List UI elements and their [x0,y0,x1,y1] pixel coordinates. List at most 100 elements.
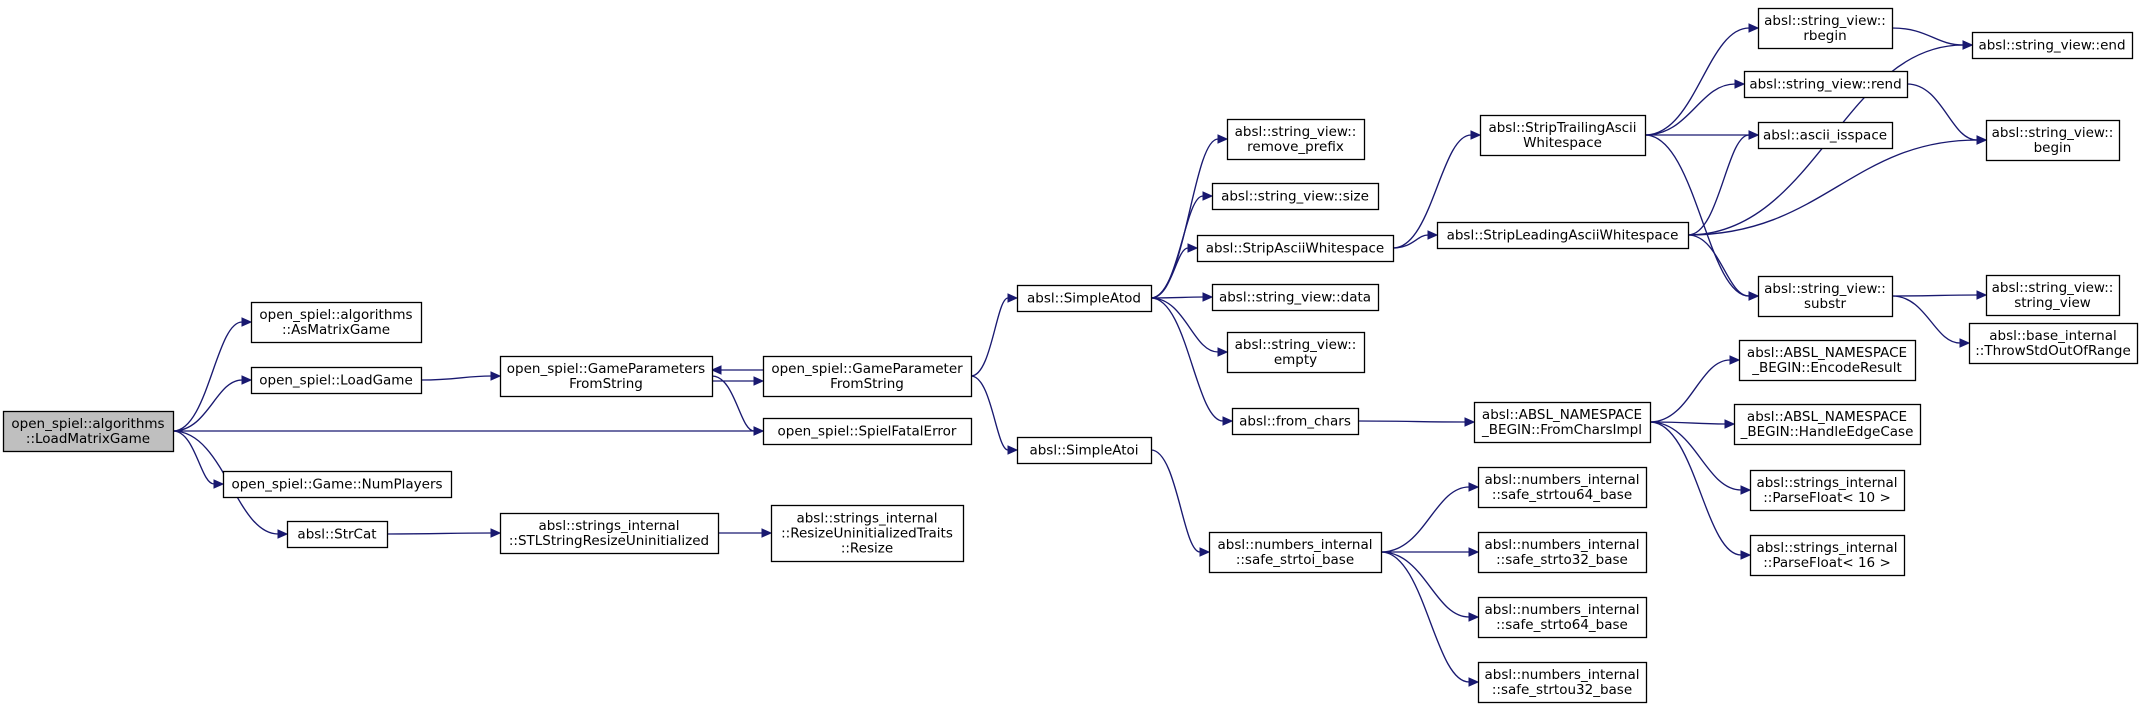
call-edge-rend-to-begin [1906,83,1988,145]
node-parsefloat10[interactable]: absl::strings_internal::ParseFloat< 10 > [1749,469,1906,512]
edge-line [172,430,215,485]
call-graph-edges [172,23,1988,687]
edge-line [1357,420,1466,423]
edge-line [1380,551,1470,618]
node-substr[interactable]: absl::string_view::substr [1757,275,1894,318]
node-box [1226,118,1366,161]
call-edge-fromcharsimpl-to-parsefloat16 [1649,421,1752,560]
node-label-line: FromString [569,376,643,392]
node-parsefloat16[interactable]: absl::strings_internal::ParseFloat< 16 > [1749,534,1906,577]
node-stlresize[interactable]: absl::strings_internal::STLStringResizeU… [499,512,720,555]
node-label-line: absl::strings_internal [1756,475,1897,491]
node-label-line: ::Resize [841,541,893,557]
node-rend[interactable]: absl::string_view::rend [1743,70,1909,99]
node-empty[interactable]: absl::string_view::empty [1226,331,1366,374]
call-edge-striptrailing-to-substr [1644,134,1760,301]
edge-arrowhead [761,528,773,538]
node-label-line: begin [2034,140,2072,156]
edge-arrowhead [1187,243,1199,253]
call-edge-gpfs2-to-atod [970,293,1019,377]
node-label-line: absl::ABSL_NAMESPACE [1747,345,1907,361]
edge-line [1644,83,1736,136]
edge-arrowhead [1748,23,1760,33]
call-edge-striptrailing-to-rbegin [1644,23,1760,136]
node-throwoor[interactable]: absl::base_internal::ThrowStdOutOfRange [1968,322,2139,365]
node-resizetraits[interactable]: absl::strings_internal::ResizeUninitiali… [770,504,965,563]
node-fatal[interactable]: open_spiel::SpielFatalError [762,417,973,446]
node-strtoibase[interactable]: absl::numbers_internal::safe_strtoi_base [1208,531,1383,574]
node-stripascii[interactable]: absl::StripAsciiWhitespace [1196,234,1395,263]
node-encoderesult[interactable]: absl::ABSL_NAMESPACE_BEGIN::EncodeResult [1738,339,1917,382]
node-box [499,512,720,555]
edge-arrowhead [490,528,502,538]
node-label-line: absl::ABSL_NAMESPACE [1747,409,1907,425]
call-edge-gpfs2-to-gpfs1 [710,365,764,375]
edge-line [1687,134,1750,236]
node-strtou32[interactable]: absl::numbers_internal::safe_strtou32_ba… [1477,661,1648,704]
call-edge-stripascii-to-striptrailing [1392,130,1482,249]
node-box [1477,661,1648,704]
edge-arrowhead [490,371,502,381]
node-box [1016,436,1153,465]
node-fromcharsimpl[interactable]: absl::ABSL_NAMESPACE_BEGIN::FromCharsImp… [1473,401,1652,444]
node-box [1749,469,1906,512]
node-asmatrix[interactable]: open_spiel::algorithms::AsMatrixGame [250,301,423,344]
node-loadmatrix[interactable]: open_spiel::algorithms::LoadMatrixGame [2,410,175,453]
node-strtou64[interactable]: absl::numbers_internal::safe_strtou64_ba… [1477,466,1648,509]
edge-line [1891,27,1964,46]
node-numplayers[interactable]: open_spiel::Game::NumPlayers [222,470,453,499]
edge-arrowhead [1222,416,1234,426]
node-removeprefix[interactable]: absl::string_view::remove_prefix [1226,118,1366,161]
edge-arrowhead [1007,445,1019,455]
edge-line [970,297,1009,377]
edge-arrowhead [1724,419,1736,429]
node-begin[interactable]: absl::string_view::begin [1985,119,2121,162]
node-label-line: open_spiel::Game::NumPlayers [231,477,442,493]
node-label-line: absl::string_view:: [1992,125,2114,141]
edge-line [1687,234,1750,297]
node-box [1208,531,1383,574]
edge-arrowhead [753,376,765,386]
node-atoi[interactable]: absl::SimpleAtoi [1016,436,1153,465]
node-end[interactable]: absl::string_view::end [1971,31,2134,60]
edge-line [1649,421,1726,425]
node-box [762,417,973,446]
call-edge-gpfs2-to-atoi [970,375,1019,455]
node-label-line: _BEGIN::HandleEdgeCase [1740,424,1914,440]
node-label-line: ::safe_strto64_base [1496,617,1628,633]
edge-line [1380,486,1470,553]
call-graph-nodes: open_spiel::algorithms::LoadMatrixGameop… [2,7,2139,704]
node-loadgame[interactable]: open_spiel::LoadGame [250,366,423,395]
node-isspace[interactable]: absl::ascii_isspace [1757,121,1894,150]
node-atod[interactable]: absl::SimpleAtod [1016,284,1153,313]
node-label-line: open_spiel::LoadGame [259,373,413,389]
node-fromchars[interactable]: absl::from_chars [1231,407,1360,436]
node-strcat[interactable]: absl::StrCat [286,520,389,549]
node-strto64[interactable]: absl::numbers_internal::safe_strto64_bas… [1477,596,1648,639]
edge-line [1150,297,1224,422]
node-data[interactable]: absl::string_view::data [1211,283,1380,312]
node-size[interactable]: absl::string_view::size [1211,182,1380,211]
node-stringview[interactable]: absl::string_view::string_view [1985,274,2121,317]
edge-line [1150,296,1204,299]
node-box [1985,274,2121,317]
call-edge-substr-to-stringview [1891,290,1988,300]
node-label-line: absl::string_view:: [1235,124,1357,140]
node-stripleading[interactable]: absl::StripLeadingAsciiWhitespace [1436,221,1690,250]
edge-line [386,532,492,535]
node-label-line: ::safe_strtou32_base [1492,682,1632,698]
edge-arrowhead [753,426,765,436]
edge-arrowhead [1748,130,1760,140]
node-rbegin[interactable]: absl::string_view::rbegin [1757,7,1894,50]
node-box [770,504,965,563]
node-box [1211,283,1380,312]
node-handleedge[interactable]: absl::ABSL_NAMESPACE_BEGIN::HandleEdgeCa… [1733,403,1922,446]
call-edge-fromcharsimpl-to-parsefloat10 [1649,421,1752,495]
node-strto32[interactable]: absl::numbers_internal::safe_strto32_bas… [1477,531,1648,574]
node-label-line: absl::from_chars [1239,414,1351,430]
edge-line [1644,134,1750,297]
